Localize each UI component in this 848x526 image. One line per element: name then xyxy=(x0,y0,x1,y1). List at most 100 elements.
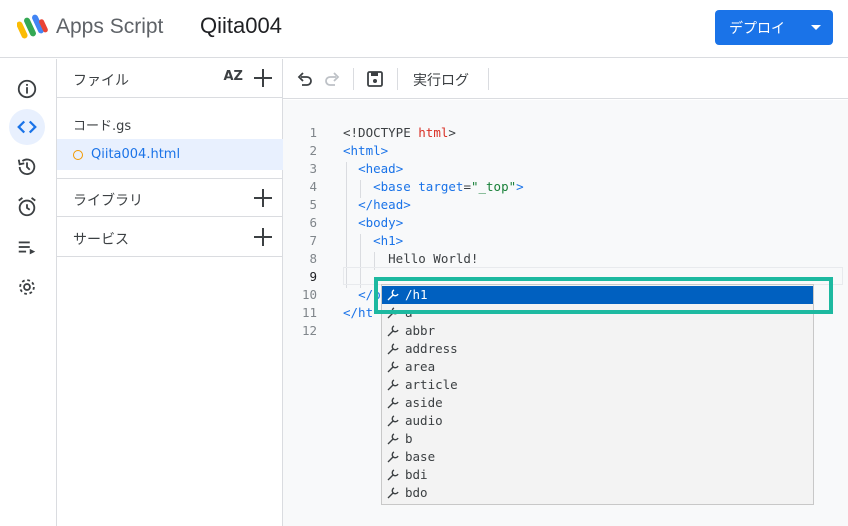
line-number: 10 xyxy=(301,287,317,302)
libraries-label: ライブラリ xyxy=(73,193,143,209)
suggestion-item[interactable]: b xyxy=(382,430,813,448)
code-line: Hello World! xyxy=(343,251,479,266)
libraries-section[interactable]: ライブラリ xyxy=(57,178,283,217)
execution-log-button[interactable]: 実行ログ xyxy=(413,73,469,89)
wrench-icon xyxy=(387,487,399,499)
suggestion-label: area xyxy=(405,359,436,374)
suggestion-label: bdo xyxy=(405,485,428,500)
suggestion-item[interactable]: article xyxy=(382,376,813,394)
top-bar: Apps Script Qiita004 デプロイ xyxy=(0,0,848,58)
deploy-button-label: デプロイ xyxy=(729,20,785,37)
code-line: </ht xyxy=(343,305,374,320)
add-service-icon[interactable] xyxy=(253,227,273,247)
file-item-qiita004-html[interactable]: Qiita004.html xyxy=(57,139,283,170)
gear-icon xyxy=(19,279,35,295)
suggestion-item[interactable]: bdo xyxy=(382,484,813,502)
suggestion-label: /h1 xyxy=(405,287,428,302)
suggestion-label: b xyxy=(405,431,413,446)
wrench-icon xyxy=(387,325,399,337)
line-number: 3 xyxy=(309,161,317,176)
overview-button[interactable] xyxy=(9,71,45,107)
wrench-icon xyxy=(387,397,399,409)
executions-icon xyxy=(18,241,36,255)
left-nav-rail xyxy=(0,59,57,526)
toolbar-divider xyxy=(397,68,398,90)
code-line: <base target="_top"> xyxy=(373,179,524,194)
editor-button[interactable] xyxy=(9,109,45,145)
suggestion-label: address xyxy=(405,341,458,356)
wrench-icon xyxy=(387,415,399,427)
project-title[interactable]: Qiita004 xyxy=(200,13,282,38)
suggestion-label: base xyxy=(405,449,436,464)
toolbar-divider xyxy=(488,68,489,90)
file-item-code-gs[interactable]: コード.gs xyxy=(57,107,283,138)
code-line: <body> xyxy=(358,215,404,230)
autocomplete-dropdown: /h1 a abbr address area article aside au… xyxy=(381,284,814,505)
indent-guide xyxy=(346,162,347,288)
code-line: <!DOCTYPE html> xyxy=(343,125,456,140)
line-number: 8 xyxy=(309,251,317,266)
file-name: コード.gs xyxy=(73,119,132,134)
line-number: 2 xyxy=(309,143,317,158)
app-name[interactable]: Apps Script xyxy=(56,15,164,38)
indent-guide xyxy=(360,234,361,288)
line-number: 6 xyxy=(309,215,317,230)
suggestion-item[interactable]: base xyxy=(382,448,813,466)
triggers-button[interactable] xyxy=(9,189,45,225)
line-number: 5 xyxy=(309,197,317,212)
indent-guide xyxy=(360,180,361,198)
settings-button[interactable] xyxy=(9,269,45,305)
line-number: 7 xyxy=(309,233,317,248)
line-number: 11 xyxy=(301,305,317,320)
suggestion-item[interactable]: bdi xyxy=(382,466,813,484)
files-header-label: ファイル xyxy=(73,73,129,89)
files-panel: ファイル AZ コード.gs Qiita004.html ライブラリ サービス xyxy=(57,59,283,526)
line-number: 12 xyxy=(301,323,317,338)
history-icon xyxy=(17,158,36,176)
chevron-down-icon xyxy=(811,25,821,30)
line-number: 9 xyxy=(309,269,317,284)
executions-button[interactable] xyxy=(9,229,45,265)
suggestion-item[interactable]: aside xyxy=(382,394,813,412)
suggestion-label: audio xyxy=(405,413,443,428)
wrench-icon xyxy=(387,379,399,391)
add-library-icon[interactable] xyxy=(253,188,273,208)
alarm-icon xyxy=(18,197,36,217)
wrench-icon xyxy=(387,289,399,301)
wrench-icon xyxy=(387,469,399,481)
suggestion-item[interactable]: audio xyxy=(382,412,813,430)
suggestion-label: aside xyxy=(405,395,443,410)
redo-icon[interactable] xyxy=(322,69,342,89)
services-label: サービス xyxy=(73,232,129,248)
suggestion-item[interactable]: area xyxy=(382,358,813,376)
annotation-highlight-box xyxy=(374,277,833,314)
services-section[interactable]: サービス xyxy=(57,218,283,257)
code-line: </head> xyxy=(358,197,411,212)
suggestion-item[interactable]: /h1 xyxy=(382,286,813,304)
undo-icon[interactable] xyxy=(295,69,315,89)
code-line: <html> xyxy=(343,143,389,158)
indent-guide xyxy=(374,252,375,270)
add-file-icon[interactable] xyxy=(253,68,273,88)
info-icon xyxy=(17,79,37,99)
suggestion-item[interactable]: abbr xyxy=(382,322,813,340)
sort-az-icon[interactable]: AZ xyxy=(223,69,244,84)
toolbar-divider xyxy=(353,68,354,90)
files-header: ファイル AZ xyxy=(57,59,283,98)
deploy-button[interactable]: デプロイ xyxy=(715,10,833,45)
code-icon xyxy=(17,120,37,134)
apps-script-logo-icon[interactable] xyxy=(17,13,49,41)
save-icon[interactable] xyxy=(365,69,385,89)
suggestion-label: bdi xyxy=(405,467,428,482)
project-history-button[interactable] xyxy=(9,149,45,185)
line-number: 1 xyxy=(309,125,317,140)
suggestion-label: article xyxy=(405,377,458,392)
editor-toolbar: 実行ログ xyxy=(283,59,848,99)
wrench-icon xyxy=(387,433,399,445)
unsaved-dot-icon xyxy=(73,150,83,160)
line-number: 4 xyxy=(309,179,317,194)
wrench-icon xyxy=(387,343,399,355)
suggestion-item[interactable]: address xyxy=(382,340,813,358)
code-line: <h1> xyxy=(373,233,404,248)
file-name: Qiita004.html xyxy=(91,147,181,162)
